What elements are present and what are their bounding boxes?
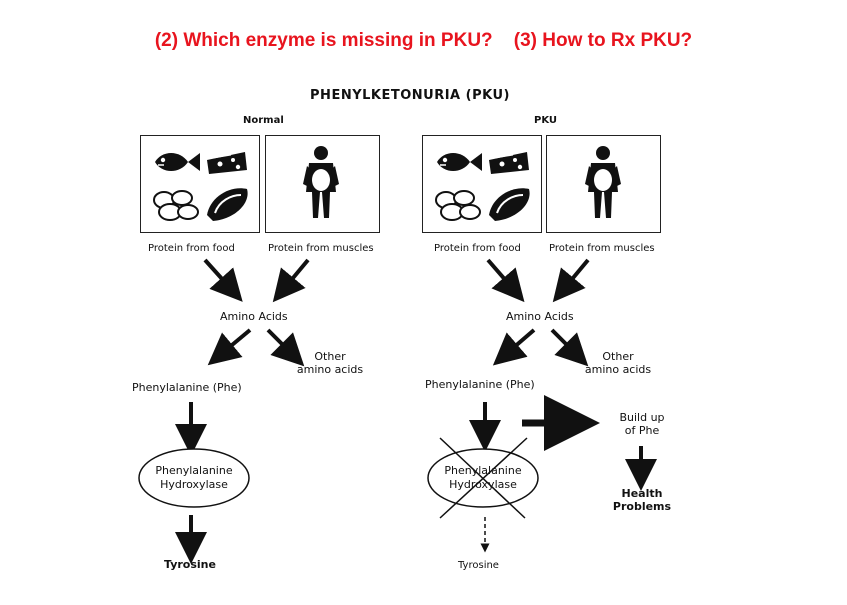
normal-protein-muscles-label: Protein from muscles — [268, 243, 374, 254]
arrow-food-to-amino — [486, 258, 525, 303]
normal-protein-food-label: Protein from food — [148, 243, 235, 254]
person-icon — [585, 146, 621, 218]
cheese-icon — [489, 152, 529, 174]
normal-enzyme-ellipse — [138, 448, 250, 508]
arrow-amino-to-other — [550, 328, 589, 367]
question-treatment: (3) How to Rx PKU? — [513, 30, 693, 51]
arrow-amino-to-other — [266, 328, 305, 367]
normal-other-amino-label: Other amino acids — [296, 350, 364, 376]
pku-amino-acids-label: Amino Acids — [506, 310, 574, 323]
arrow-food-to-amino — [203, 258, 243, 302]
fish-icon — [155, 153, 200, 171]
pku-other-amino-label: Other amino acids — [584, 350, 652, 376]
diagram-title: PHENYLKETONURIA (PKU) — [310, 88, 510, 103]
arrow-muscle-to-amino — [552, 258, 590, 303]
normal-enzyme-label: Phenylalanine Hydroxylase — [155, 464, 233, 491]
meat-icon — [489, 188, 530, 221]
buildup-label: Build up of Phe — [619, 411, 665, 437]
pku-heading: PKU — [534, 115, 558, 126]
normal-amino-acids-label: Amino Acids — [220, 310, 288, 323]
health-problems-label: Health Problems — [612, 487, 672, 513]
cheese-icon — [207, 152, 247, 174]
normal-heading: Normal — [243, 115, 284, 126]
arrow-muscle-to-amino — [272, 258, 310, 303]
pku-protein-food-label: Protein from food — [434, 243, 521, 254]
fish-icon — [437, 153, 482, 171]
question-enzyme: (2) Which enzyme is missing in PKU? — [154, 30, 493, 51]
eggs-icon — [153, 190, 199, 221]
eggs-icon — [435, 190, 481, 221]
normal-phe-label: Phenylalanine (Phe) — [132, 381, 242, 394]
normal-tyrosine-label: Tyrosine — [164, 558, 216, 571]
pku-phe-label: Phenylalanine (Phe) — [425, 378, 535, 391]
arrow-amino-to-phe — [207, 328, 252, 366]
meat-icon — [207, 188, 248, 221]
question-heading: (2) Which enzyme is missing in PKU? (3) … — [0, 30, 847, 52]
person-icon — [303, 146, 339, 218]
pku-tyrosine-label: Tyrosine — [458, 560, 499, 571]
enzyme-crossout — [439, 437, 528, 519]
arrow-amino-to-phe — [492, 328, 536, 366]
pku-enzyme-label: Phenylalanine Hydroxylase — [444, 464, 522, 491]
pku-protein-muscles-label: Protein from muscles — [549, 243, 655, 254]
